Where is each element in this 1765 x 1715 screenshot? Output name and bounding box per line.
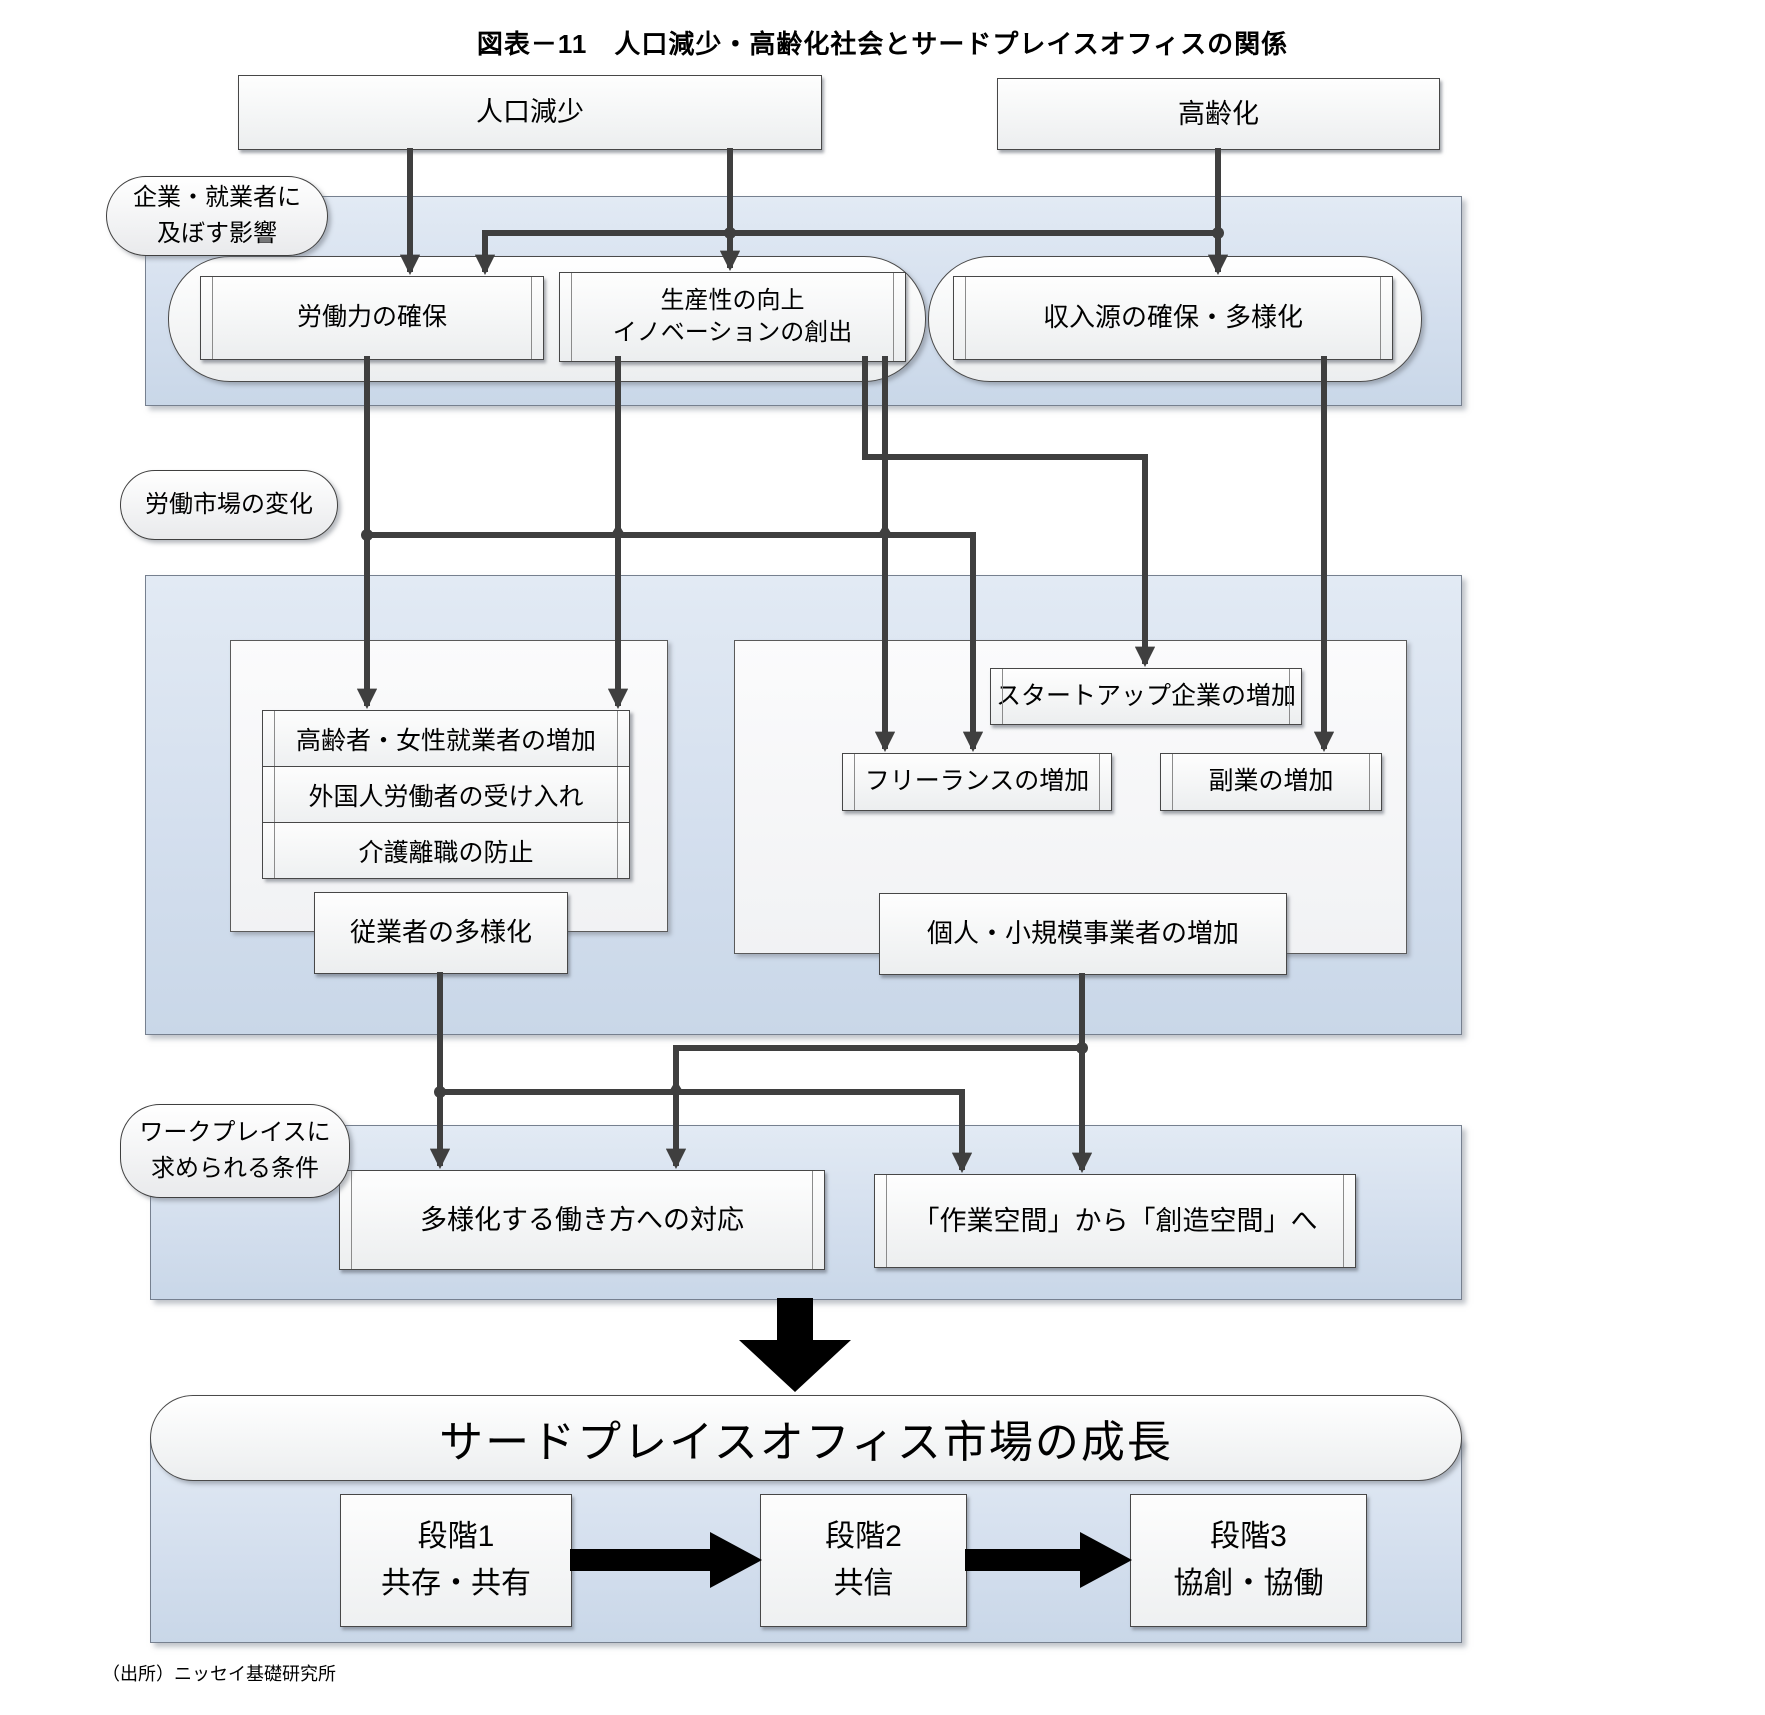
stage-1-box: 段階1 共存・共有 [340,1494,572,1627]
stage-2-title: 段階2 [825,1520,902,1553]
stage-1-title: 段階1 [417,1520,495,1553]
income-box: 収入源の確保・多様化 [953,276,1393,360]
labor-section-label: 労働市場の変化 [120,470,338,540]
workforce-box: 労働力の確保 [200,276,544,360]
list-item-foreign-workers: 外国人労働者の受け入れ [263,766,629,822]
stage-2-desc: 共信 [833,1566,894,1600]
population-decline-box: 人口減少 [238,75,822,150]
aging-box: 高齢化 [997,78,1440,150]
growth-banner: サードプレイスオフィス市場の成長 [150,1395,1462,1481]
diverse-workstyle-box: 多様化する働き方への対応 [339,1170,825,1270]
startup-increase-box: スタートアップ企業の増加 [990,668,1302,725]
page-title: 図表－11 人口減少・高齢化社会とサードプレイスオフィスの関係 [476,29,1289,59]
big-down-arrow [739,1298,851,1392]
stage-2-box: 段階2 共信 [760,1494,967,1627]
freelance-increase-box: フリーランスの増加 [842,753,1112,811]
creative-space-box: 「作業空間」から「創造空間」へ [874,1174,1356,1268]
stage-1-desc: 共存・共有 [381,1566,531,1600]
impact-section-label: 企業・就業者に 及ぼす影響 [106,176,328,256]
source-note: （出所）ニッセイ基礎研究所 [102,1664,336,1684]
productivity-box: 生産性の向上 イノベーションの創出 [559,272,906,362]
small-business-increase-box: 個人・小規模事業者の増加 [879,893,1287,975]
worker-change-list: 高齢者・女性就業者の増加 外国人労働者の受け入れ 介護離職の防止 [262,710,630,879]
workplace-section-label: ワークプレイスに 求められる条件 [120,1104,350,1198]
stage-3-box: 段階3 協創・協働 [1130,1494,1367,1627]
stage-3-desc: 協創・協働 [1173,1566,1324,1600]
list-item-care-turnover: 介護離職の防止 [263,822,629,878]
stage-3-title: 段階3 [1210,1520,1287,1553]
workers-diversification-box: 従業者の多様化 [314,892,568,974]
sidejob-increase-box: 副業の増加 [1160,753,1382,811]
list-item-elderly-women: 高齢者・女性就業者の増加 [263,711,629,766]
